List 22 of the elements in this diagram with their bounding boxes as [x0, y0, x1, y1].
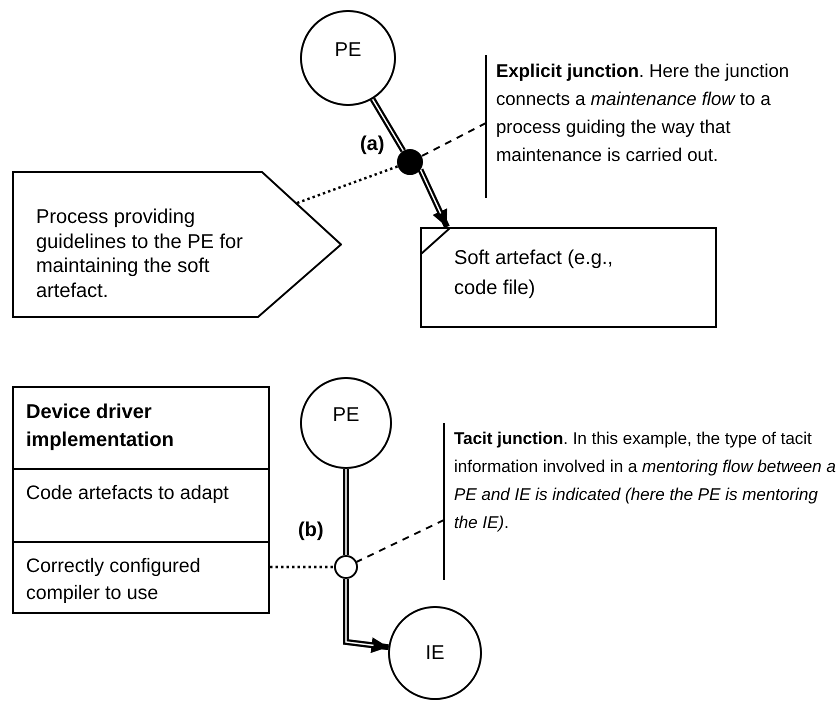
annotation-text: Tacit junction. In this example, the type of tacit information involved in a mentoring flow between a PE and IE is indicated (here the PE is mentoring the IE).	[454, 428, 837, 534]
row-text: Correctly configured compiler to use	[26, 554, 202, 606]
dashed-connector	[296, 165, 398, 204]
dashed-connector	[421, 122, 486, 157]
dashed-connector	[270, 566, 334, 568]
table-heading: Device driver implementation	[25, 400, 175, 453]
row-text: Code artefacts to adapt	[26, 480, 230, 506]
junction-label: (a)	[360, 133, 384, 156]
artefact-text: Soft artefact (e.g., code file)	[454, 246, 614, 301]
junction-dot	[334, 555, 358, 579]
dashed-connector	[356, 519, 444, 563]
process-text: Process providing guidelines to the PE for maintaining the soft artefact.	[36, 205, 244, 303]
junction-label: (b)	[298, 519, 324, 542]
artefact-box	[420, 227, 717, 328]
annotation-bracket	[443, 423, 838, 580]
junction-dot	[397, 149, 423, 175]
circle-label: PE	[334, 38, 362, 62]
annotation-text: Explicit junction. Here the junction connects a maintenance flow to a process guiding the way that maintenance is carried out.	[496, 59, 790, 167]
requirements-table	[12, 386, 270, 614]
process-pentagon	[12, 171, 342, 318]
circle-label: IE	[426, 642, 444, 664]
circle-label: PE	[332, 404, 360, 426]
